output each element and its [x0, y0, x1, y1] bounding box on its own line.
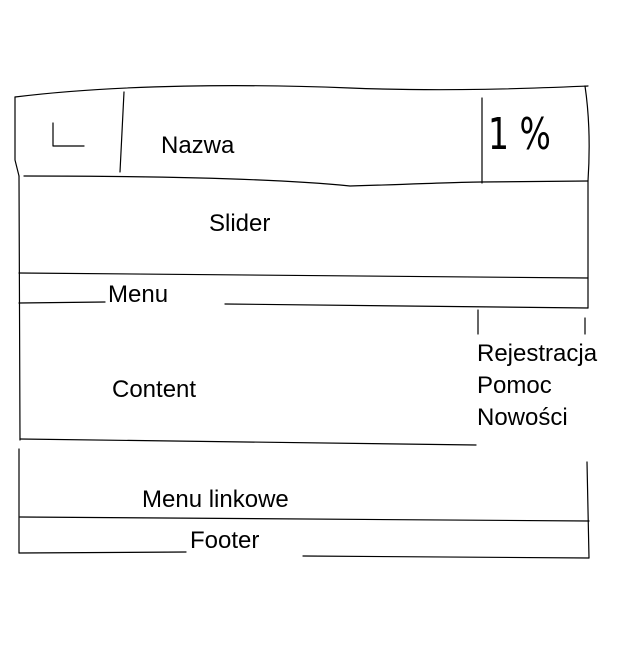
logo-box-divider — [119, 91, 125, 173]
content-bottom-line — [19, 438, 477, 446]
slider-bottom-line — [18, 272, 589, 279]
link-menu-label: Menu linkowe — [142, 486, 289, 513]
sidebar-list: Rejestracja Pomoc Nowości — [477, 338, 597, 434]
sidebar-item-pomoc: Pomoc — [477, 372, 552, 399]
link-menu-bottom-line — [19, 516, 590, 522]
menu-bottom-line-left — [18, 301, 106, 304]
menu-label: Menu — [108, 281, 169, 308]
footer-bottom-line-left — [18, 551, 187, 554]
header-right-edge — [584, 85, 590, 182]
footer-bottom-line-right — [302, 555, 590, 559]
sidebar-item-rejestracja: Rejestracja — [477, 340, 598, 367]
header-bottom-edge — [23, 175, 589, 187]
footer-label: Footer — [190, 527, 260, 554]
lang-glyph: 1 % — [488, 109, 551, 160]
menu-bottom-line-right — [224, 303, 589, 309]
left-edge — [18, 175, 21, 441]
slider-label: Slider — [209, 210, 271, 237]
right-edge-footer — [586, 461, 590, 559]
site-name-label: Nazwa — [161, 132, 235, 159]
content-label: Content — [112, 376, 197, 403]
logo-glyph-sketch — [52, 122, 85, 147]
sidebar-item-nowosci: Nowości — [477, 404, 568, 431]
header-top-edge — [14, 85, 589, 98]
header-left-edge — [14, 96, 20, 177]
